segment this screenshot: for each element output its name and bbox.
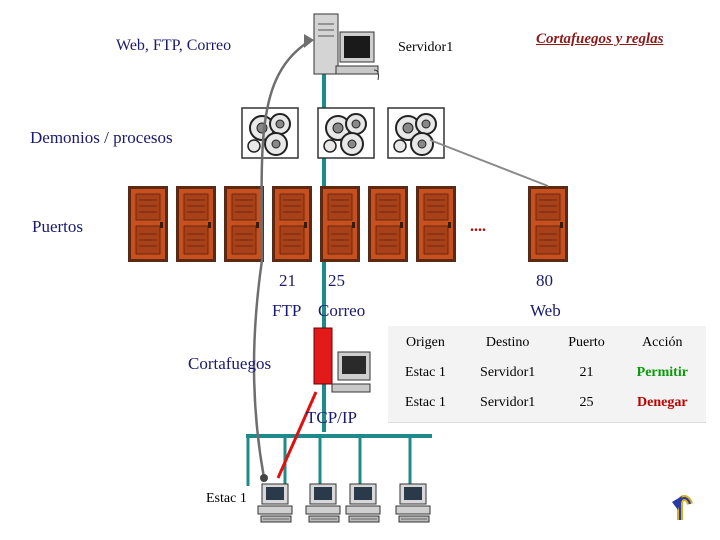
cell-accion-deny: Denegar: [637, 395, 688, 410]
workstations: [257, 483, 431, 523]
firewall-label: Cortafuegos: [188, 354, 272, 373]
header-destino: Destino: [485, 335, 530, 350]
table-header-row: Origen Destino Puerto Acción: [390, 328, 706, 358]
door-icon: [367, 185, 409, 263]
gears-icon: [317, 107, 375, 159]
client-label: Estac 1: [206, 491, 247, 506]
return-arrow-icon[interactable]: [672, 495, 693, 520]
firewall-rules-table: Origen Destino Puerto Acción Estac 1 Ser…: [390, 328, 706, 418]
door-icon: [319, 185, 361, 263]
ports-doors: [127, 185, 569, 263]
desktop-computer-icon: [305, 483, 341, 523]
cell-origen: Estac 1: [405, 395, 446, 410]
gears-icon: [387, 107, 445, 159]
desktop-computer-icon: [257, 483, 293, 523]
server-tower-icon: [313, 13, 379, 81]
door-icon: [527, 185, 569, 263]
port-web-name: Web: [530, 301, 561, 320]
server-label: Servidor1: [398, 40, 454, 55]
rule-connector-line: [429, 139, 549, 187]
gray-request-path: [252, 40, 309, 479]
header-origen: Origen: [405, 335, 445, 350]
cell-puerto: 25: [579, 395, 594, 410]
cell-accion-allow: Permitir: [636, 365, 688, 380]
rules-table-background: [388, 326, 706, 423]
header-puerto: Puerto: [568, 335, 605, 350]
desktop-computer-icon: [345, 483, 381, 523]
table-row: Estac 1 Servidor1 21 Permitir: [390, 358, 706, 388]
daemons-gears: [241, 107, 445, 159]
port-mail-number: 25: [328, 271, 345, 290]
daemons-label: Demonios / procesos: [30, 128, 173, 147]
door-icon: [271, 185, 313, 263]
gears-icon: [241, 107, 299, 159]
services-label: Web, FTP, Correo: [116, 37, 232, 54]
header-accion: Acción: [642, 335, 683, 350]
red-blocked-path: [276, 391, 318, 479]
table-row: Estac 1 Servidor1 25 Denegar: [390, 388, 706, 418]
tcpip-label: TCP/IP: [306, 408, 358, 427]
desktop-computer-icon: [395, 483, 431, 523]
door-icon: [415, 185, 457, 263]
firewall-rules-link[interactable]: Cortafuegos y reglas: [536, 31, 664, 47]
cell-destino: Servidor1: [480, 365, 536, 380]
port-ftp-name: FTP: [272, 301, 302, 320]
ports-label: Puertos: [32, 217, 83, 236]
more-ports-ellipsis: ....: [470, 218, 486, 235]
port-ftp-number: 21: [279, 271, 296, 290]
port-mail-name: Correo: [318, 301, 366, 320]
cell-puerto: 21: [579, 365, 594, 380]
cell-destino: Servidor1: [480, 395, 536, 410]
door-icon: [223, 185, 265, 263]
firewall-computer-icon: [313, 327, 371, 393]
door-icon: [175, 185, 217, 263]
door-icon: [127, 185, 169, 263]
port-web-number: 80: [536, 271, 553, 290]
cell-origen: Estac 1: [405, 365, 446, 380]
